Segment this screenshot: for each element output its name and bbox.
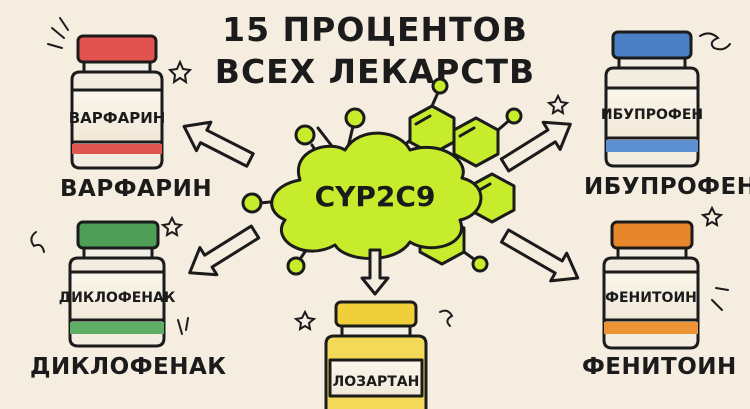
sparkle-lines-top-left [47,17,69,49]
caption-phenytoin: ФЕНИТОИН [582,354,737,380]
doodles [30,17,731,335]
title-line-2: ВСЕХ ЛЕКАРСТВ [214,52,536,91]
bottle-ibuprofen-label: ИБУПРОФЕН [601,107,703,123]
swirl-doodle-2 [30,231,45,253]
bottle-phenytoin [602,220,700,350]
caption-warfarin: ВАРФАРИН [60,176,213,202]
arrow-to-diclofenac [188,224,261,277]
arrow-to-phenytoin [500,228,580,283]
sparkle-lines-right [711,287,729,311]
enzyme-molecule [241,77,523,276]
bottle-losartan [324,300,428,409]
caption-diclofenac: ДИКЛОФЕНАК [30,354,227,380]
bottle-warfarin [70,34,164,170]
bottle-losartan-label: ЛОЗАРТАН [333,374,420,390]
sparkle-lines-left [177,317,189,335]
arrow-to-warfarin [182,120,255,168]
star-doodle-4 [700,205,724,227]
bottle-diclofenac [68,220,166,348]
star-doodle-3 [160,215,184,237]
arrow-to-losartan [360,248,390,296]
bottle-diclofenac-label: ДИКЛОФЕНАК [59,290,176,306]
bottle-phenytoin-label: ФЕНИТОИН [605,290,697,306]
bottle-ibuprofen [604,30,700,168]
caption-ibuprofen: ИБУПРОФЕН [584,174,750,200]
enzyme-label: CYP2C9 [315,180,436,213]
title-line-1: 15 ПРОЦЕНТОВ [222,10,528,49]
arrow-to-ibuprofen [499,120,572,173]
star-doodle-1 [167,59,193,85]
swirl-doodle-1 [699,32,731,51]
star-doodle-2 [546,93,570,115]
bottle-warfarin-label: ВАРФАРИН [69,109,166,127]
swirl-doodle-3 [439,309,454,327]
star-doodle-5 [293,309,317,331]
